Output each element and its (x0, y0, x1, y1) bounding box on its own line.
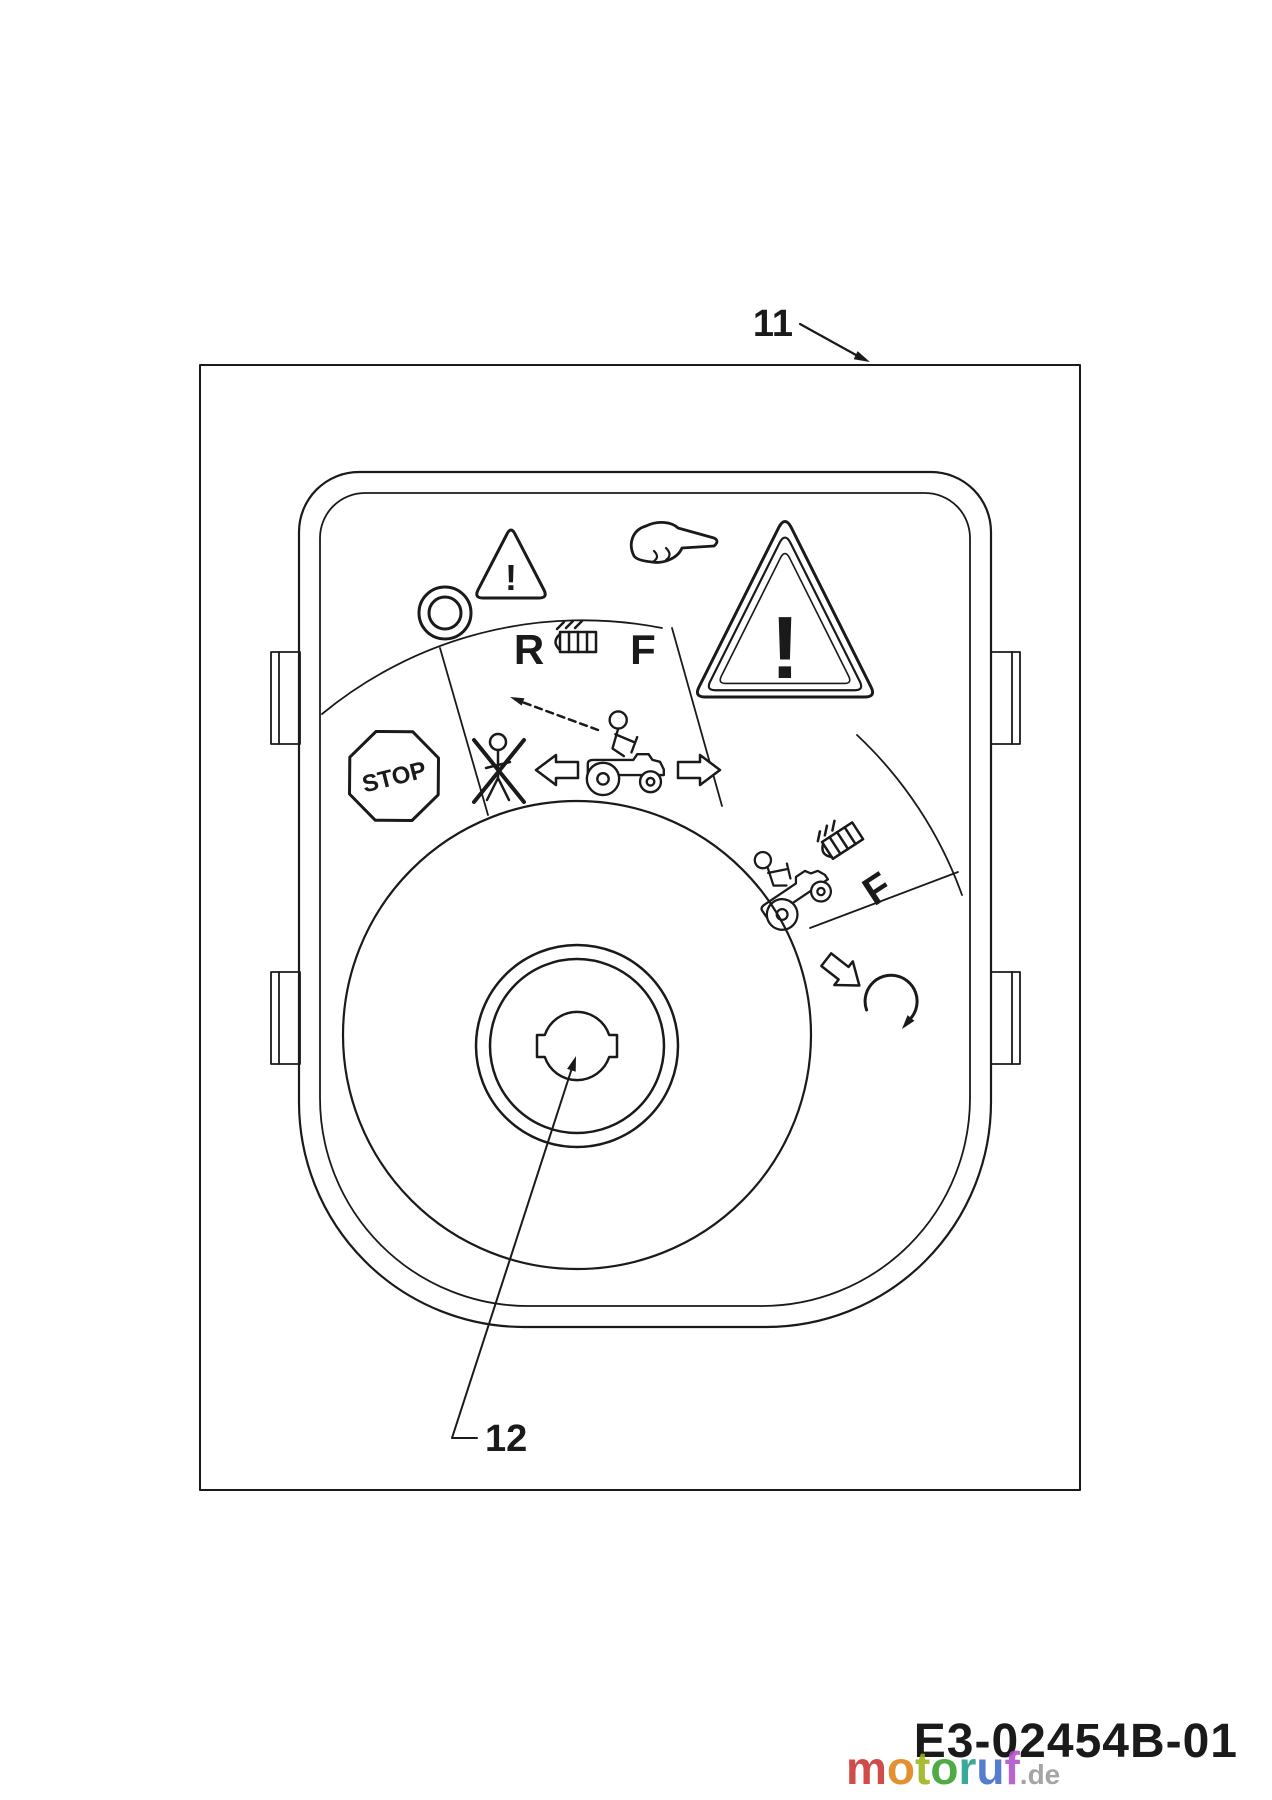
throttle-set-dashed-arrow (510, 697, 600, 732)
warning-triangle-middle (707, 536, 863, 692)
drawing-frame (199, 364, 1081, 1491)
watermark-letter: r (958, 1742, 976, 1794)
watermark-letter: f (1004, 1742, 1020, 1794)
small-warning-triangle-outline (475, 528, 547, 600)
panel-tabs (270, 651, 1021, 1065)
start-rotate-arc (863, 973, 919, 1020)
warning-exclamation: ! (770, 598, 799, 697)
warning-triangle-inner (719, 552, 851, 685)
start-rotate-icon (863, 973, 919, 1029)
watermark-suffix: .de (1020, 1759, 1060, 1790)
callout-12: 12 (451, 1056, 576, 1460)
watermark-letter: o (930, 1742, 958, 1794)
stop-badge: STOP (348, 730, 440, 822)
sector-arc-right (856, 734, 963, 896)
panel-inner-outline (319, 492, 971, 1307)
panel-outer-outline (297, 470, 993, 1329)
forward-label: F (630, 626, 656, 673)
watermark: motoruf.de (846, 1742, 1060, 1794)
rider-tractor-icon (585, 710, 665, 797)
decal-sector-lines (321, 619, 963, 929)
dial-inner-ring-inner (488, 957, 666, 1135)
callout-12-label: 12 (485, 1418, 527, 1460)
dashed-arrow-line (520, 700, 600, 732)
arrow-right-icon (676, 753, 722, 787)
pedestrian-cross (472, 738, 526, 804)
panel-tab-left-top (270, 651, 301, 745)
indicator-light-outer (417, 585, 473, 641)
callout-12-arrowhead (567, 1056, 576, 1072)
sector-divider-middle (671, 627, 723, 807)
sector-divider-start (809, 871, 959, 929)
hand-outline (629, 521, 719, 564)
indicator-light-icon (417, 585, 473, 641)
start-rotate-arrowhead (902, 1015, 915, 1029)
ignition-dial (341, 799, 813, 1271)
switch-panel: ! ! R F STOP (270, 470, 1021, 1329)
no-pedestrian-icon (472, 732, 526, 804)
key-slot-icon (535, 1010, 619, 1082)
sector-arc-left (321, 619, 663, 715)
watermark-letter: m (846, 1742, 887, 1794)
hand-finger-lines (652, 546, 671, 563)
sector-divider-stop (439, 647, 489, 816)
drive-forward-label: F (855, 864, 899, 914)
part-number: E3-02454B-01 (914, 1715, 1238, 1768)
dashed-arrow-head (510, 697, 525, 706)
panel-tab-left-bottom (270, 971, 301, 1065)
watermark-letter: t (915, 1742, 930, 1794)
warning-triangle-icon: ! (696, 520, 874, 699)
throttle-icon (554, 619, 598, 654)
panel-tab-right-top (990, 651, 1021, 745)
panel-tab-right-bottom (990, 971, 1021, 1065)
watermark-letter: o (887, 1742, 915, 1794)
callout-11-arrowhead (853, 351, 870, 362)
small-warning-exclamation: ! (505, 557, 517, 598)
watermark-letter: u (976, 1742, 1004, 1794)
small-warning-triangle-icon: ! (475, 528, 547, 600)
arrow-left-icon (534, 753, 580, 787)
stop-badge-outline (348, 730, 440, 822)
callout-11: 11 (753, 303, 870, 362)
reverse-label: R (514, 626, 544, 673)
dial-inner-ring-outer (474, 943, 680, 1149)
drive-throttle-icon (810, 811, 865, 863)
hand-press-icon (629, 521, 719, 564)
indicator-light-inner (427, 595, 463, 631)
pedestrian-body (484, 748, 512, 802)
callout-11-label: 11 (753, 303, 793, 345)
callout-11-leader-line (798, 322, 858, 357)
warning-triangle-outer (696, 520, 874, 699)
drive-arrow-icon (815, 946, 870, 999)
dial-outer-circle (341, 799, 813, 1271)
callout-12-leader-line (451, 1067, 573, 1439)
pedestrian-head (488, 732, 508, 752)
